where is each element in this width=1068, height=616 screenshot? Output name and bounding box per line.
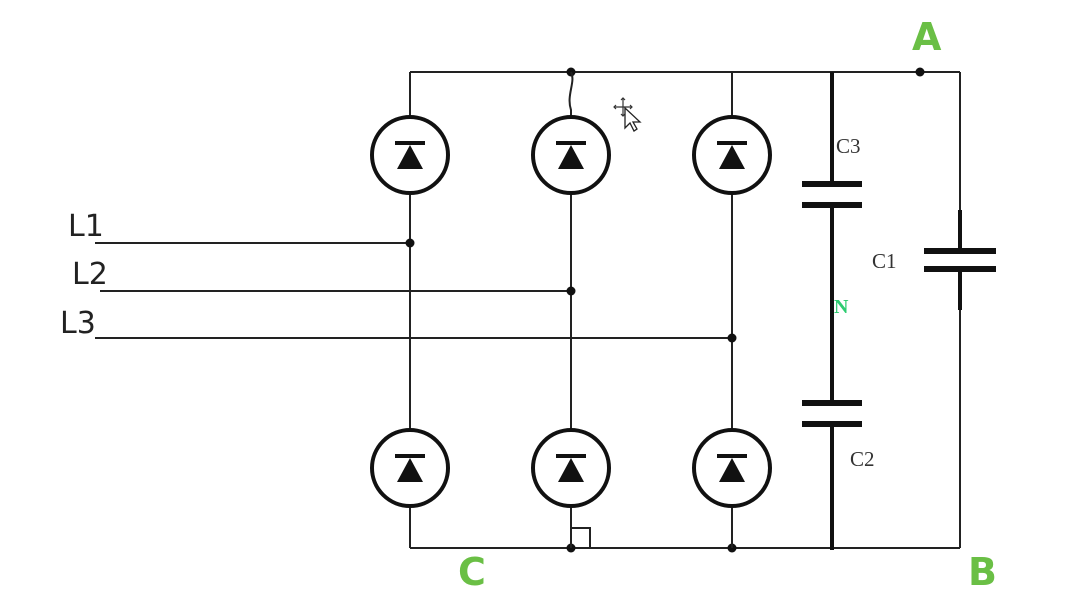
terminal-c-label: C bbox=[458, 550, 486, 594]
l3-junction bbox=[727, 333, 737, 343]
diode bbox=[531, 115, 611, 195]
bottom-bus bbox=[410, 543, 960, 553]
c3-label: C3 bbox=[836, 134, 861, 158]
l3-label: L3 bbox=[60, 306, 96, 341]
move-cursor-icon bbox=[613, 97, 642, 132]
l2-label: L2 bbox=[72, 257, 108, 292]
terminal-a-label: A bbox=[912, 15, 942, 59]
l2-junction bbox=[566, 286, 576, 296]
capacitor-stack bbox=[802, 72, 862, 550]
neutral-label: N bbox=[834, 296, 849, 318]
diode bbox=[370, 115, 450, 195]
l1-label: L1 bbox=[68, 209, 104, 244]
terminal-b-label: B bbox=[968, 550, 997, 594]
diode bbox=[692, 428, 772, 508]
c2-label: C2 bbox=[850, 447, 875, 471]
diode bbox=[531, 428, 611, 508]
input-lines bbox=[95, 238, 737, 343]
c1-label: C1 bbox=[872, 249, 897, 273]
diode bbox=[370, 428, 450, 508]
terminal-a-junction bbox=[915, 67, 925, 77]
top-bus bbox=[410, 67, 960, 77]
capacitor-c1 bbox=[924, 210, 996, 310]
diode bbox=[692, 115, 772, 195]
l1-junction bbox=[405, 238, 415, 248]
